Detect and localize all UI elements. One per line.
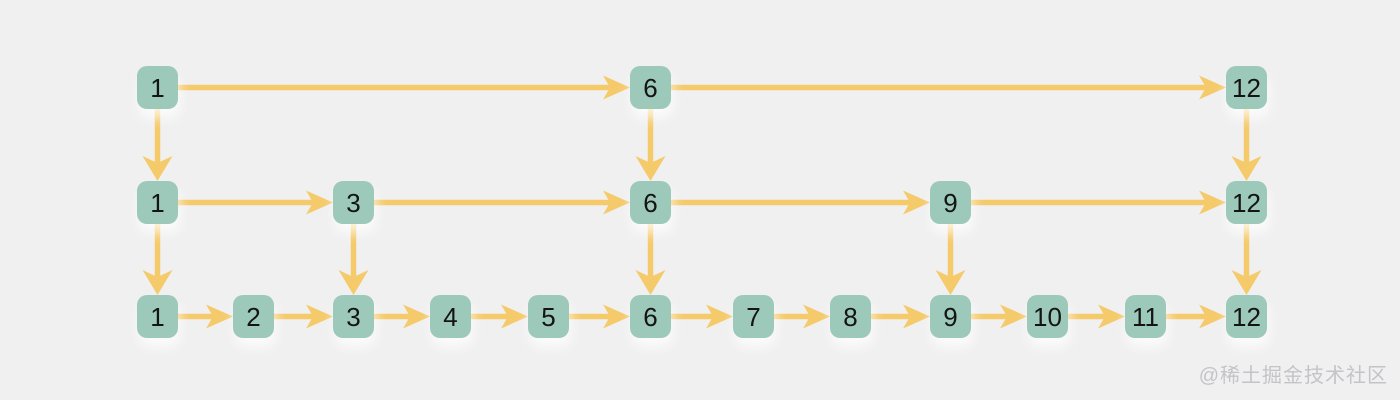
arrow-head [1199, 75, 1226, 100]
skiplist-node-level-1-3: 3 [333, 295, 374, 338]
skiplist-node-level-3-1: 1 [137, 66, 178, 109]
arrow-head [1199, 304, 1226, 329]
arrow-head [603, 190, 630, 215]
skiplist-node-level-1-12: 12 [1226, 295, 1267, 338]
arrow-head [501, 304, 528, 329]
skiplist-node-level-1-4: 4 [430, 295, 471, 338]
skiplist-node-level-1-5: 5 [528, 295, 569, 338]
arrow-head [338, 270, 369, 295]
arrow-head [1098, 304, 1125, 329]
skiplist-node-level-2-3: 3 [333, 181, 374, 224]
skiplist-node-level-1-10: 10 [1027, 295, 1068, 338]
arrow-head [403, 304, 430, 329]
skiplist-node-level-1-2: 2 [233, 295, 274, 338]
arrow-head [935, 270, 966, 295]
skiplist-node-level-1-8: 8 [830, 295, 871, 338]
arrow-head [603, 75, 630, 100]
skiplist-node-level-3-6: 6 [630, 66, 671, 109]
skiplist-node-level-2-12: 12 [1226, 181, 1267, 224]
skiplist-node-level-3-12: 12 [1226, 66, 1267, 109]
arrow-head [142, 156, 173, 181]
arrow-head [306, 304, 333, 329]
skiplist-node-level-1-9: 9 [930, 295, 971, 338]
arrow-head [803, 304, 830, 329]
arrow-head [635, 270, 666, 295]
arrow-head [142, 270, 173, 295]
arrow-head [706, 304, 733, 329]
arrow-head [603, 304, 630, 329]
skiplist-node-level-2-9: 9 [930, 181, 971, 224]
arrow-head [206, 304, 233, 329]
arrow-head [1231, 270, 1262, 295]
arrow-head [1199, 190, 1226, 215]
arrow-head [306, 190, 333, 215]
skiplist-node-level-1-1: 1 [137, 295, 178, 338]
arrow-head [903, 190, 930, 215]
skiplist-node-level-2-1: 1 [137, 181, 178, 224]
skiplist-node-level-2-6: 6 [630, 181, 671, 224]
skiplist-node-level-1-11: 11 [1125, 295, 1166, 338]
arrow-head [903, 304, 930, 329]
arrow-head [1231, 156, 1262, 181]
arrow-head [635, 156, 666, 181]
arrow-head [1000, 304, 1027, 329]
skiplist-node-level-1-7: 7 [733, 295, 774, 338]
watermark: @稀土掘金技术社区 [1198, 365, 1388, 387]
skiplist-node-level-1-6: 6 [630, 295, 671, 338]
